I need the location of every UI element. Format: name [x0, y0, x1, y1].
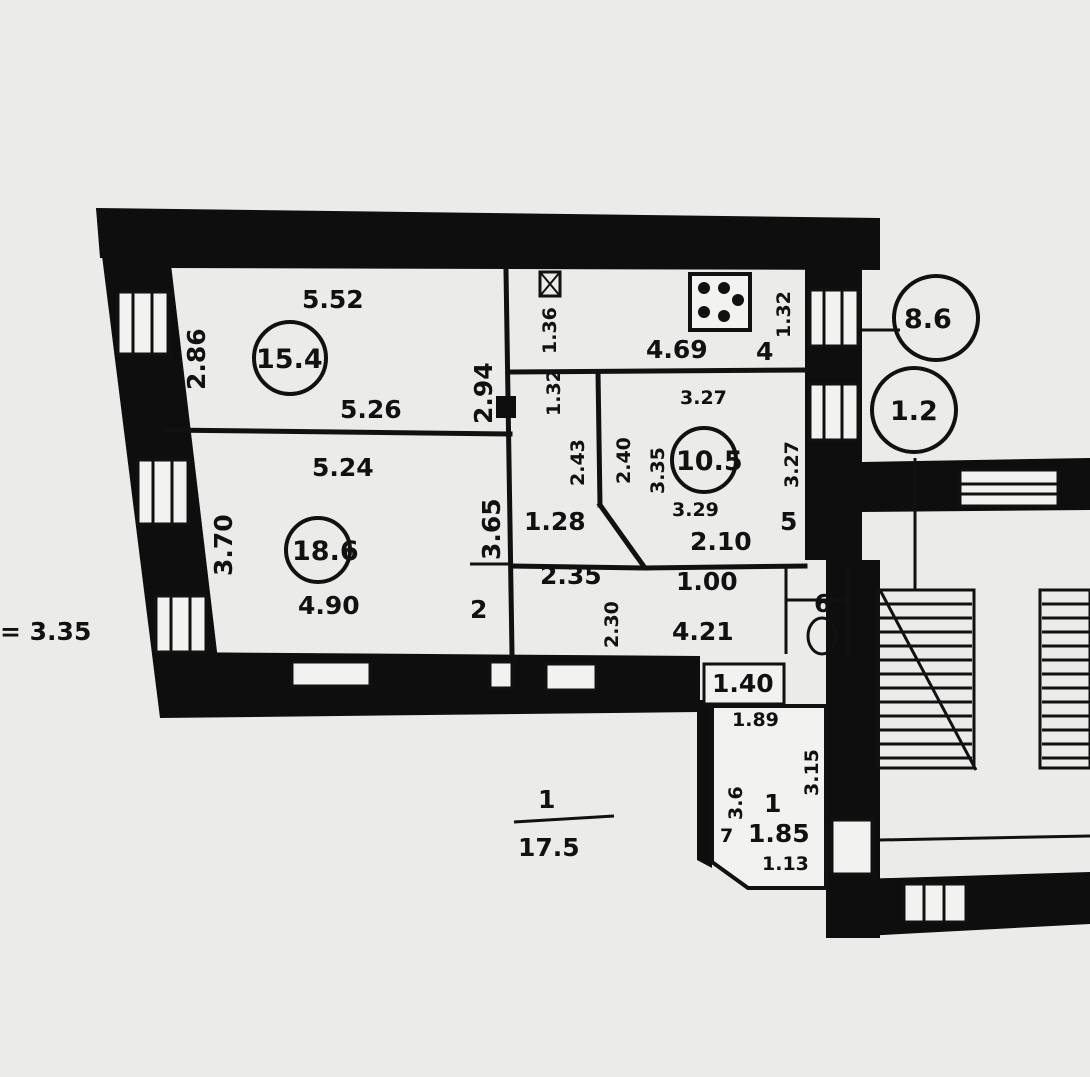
dim-3-27-top: 3.27 [680, 387, 727, 409]
total-fraction-top: 1 [538, 785, 555, 814]
dim-4-21: 4.21 [672, 617, 734, 646]
ceiling-height-label: = 3.35 [0, 617, 91, 646]
area-labels: 15.4 18.6 10.5 8.6 1.2 [252, 274, 980, 584]
kitchen-dims: 4.69 1.36 1.32 1.32 4 [539, 291, 795, 416]
dim-2: 2 [470, 595, 487, 624]
dim-5-24: 5.24 [312, 453, 374, 482]
total-area: 17.5 [518, 833, 580, 862]
dim-3-65: 3.65 [477, 498, 506, 560]
top-wall [96, 208, 880, 270]
stair-steps [880, 602, 1090, 760]
dim-7: 7 [720, 825, 733, 847]
toilet-icon [806, 616, 838, 656]
dim-4-69: 4.69 [646, 335, 708, 364]
dim-1-00: 1.00 [676, 567, 738, 596]
label-1-2: 1.2 [890, 396, 938, 427]
dim-1-32-right: 1.32 [773, 291, 795, 338]
room-15-4-dims: 5.52 5.26 2.86 2.94 [182, 285, 498, 424]
room-18-6-area: 18.6 [292, 536, 359, 567]
dim-5-26: 5.26 [340, 395, 402, 424]
dim-2-30: 2.30 [601, 601, 623, 648]
room-10-5-area: 10.5 [676, 446, 743, 477]
dim-3-29: 3.29 [672, 499, 719, 521]
bottom-wall [160, 652, 700, 718]
stove-icon [688, 272, 752, 332]
window-bottom-1 [290, 660, 372, 688]
dim-3-6: 3.6 [725, 786, 747, 820]
dim-3-70: 3.70 [209, 514, 238, 576]
dim-2-43: 2.43 [567, 439, 589, 486]
staircase [876, 588, 1090, 842]
dim-3-35: 3.35 [647, 447, 669, 494]
corridor-dims: 2.43 1.28 2.35 2.30 4.21 1.00 2 [470, 439, 738, 648]
window-stair-2 [902, 882, 968, 924]
partitions [162, 267, 917, 657]
dim-1-28: 1.28 [524, 507, 586, 536]
dim-5: 5 [780, 507, 797, 536]
window-left-3 [154, 594, 208, 654]
room-18-6-dims: 5.24 4.90 3.70 3.65 [209, 453, 506, 620]
sink-icon [538, 270, 562, 298]
annex-area: 1 [764, 789, 781, 818]
windows [116, 288, 1060, 924]
dim-4-90: 4.90 [298, 591, 360, 620]
dim-6: 6 [814, 589, 831, 618]
dim-1-89: 1.89 [732, 709, 779, 731]
window-right-1 [808, 288, 860, 348]
dim-5-52: 5.52 [302, 285, 364, 314]
window-right-2 [808, 382, 860, 442]
dim-2-35: 2.35 [540, 561, 602, 590]
bathroom-dims: 6 1.40 [702, 589, 831, 706]
dim-1-40: 1.40 [712, 669, 774, 698]
window-left-2 [136, 458, 190, 526]
totals: 1 17.5 = 3.35 [0, 617, 615, 862]
dim-1-32-left: 1.32 [543, 369, 565, 416]
room-15-4-area: 15.4 [256, 344, 323, 375]
dim-2-94: 2.94 [469, 362, 498, 424]
annex-left-wall [697, 700, 712, 868]
label-8-6: 8.6 [904, 304, 952, 335]
annex-room: 1.89 3.15 3.6 1 7 1.85 1.13 [710, 704, 828, 890]
window-bottom-2 [544, 662, 598, 692]
dim-1-13: 1.13 [762, 853, 809, 875]
room-10-5-dims: 3.27 3.29 2.40 3.35 3.27 2.10 5 [613, 387, 803, 556]
window-annex [830, 818, 874, 876]
window-bottom-3 [488, 660, 514, 690]
dim-2-40: 2.40 [613, 437, 635, 484]
dim-1-85: 1.85 [748, 819, 810, 848]
dim-2-86: 2.86 [182, 328, 211, 390]
dim-4: 4 [756, 337, 773, 366]
dim-2-10: 2.10 [690, 527, 752, 556]
window-stair-1 [958, 468, 1060, 508]
dim-3-15: 3.15 [801, 749, 823, 796]
window-left-1 [116, 290, 170, 356]
dim-3-27-right: 3.27 [781, 441, 803, 488]
dim-1-36: 1.36 [539, 307, 561, 354]
